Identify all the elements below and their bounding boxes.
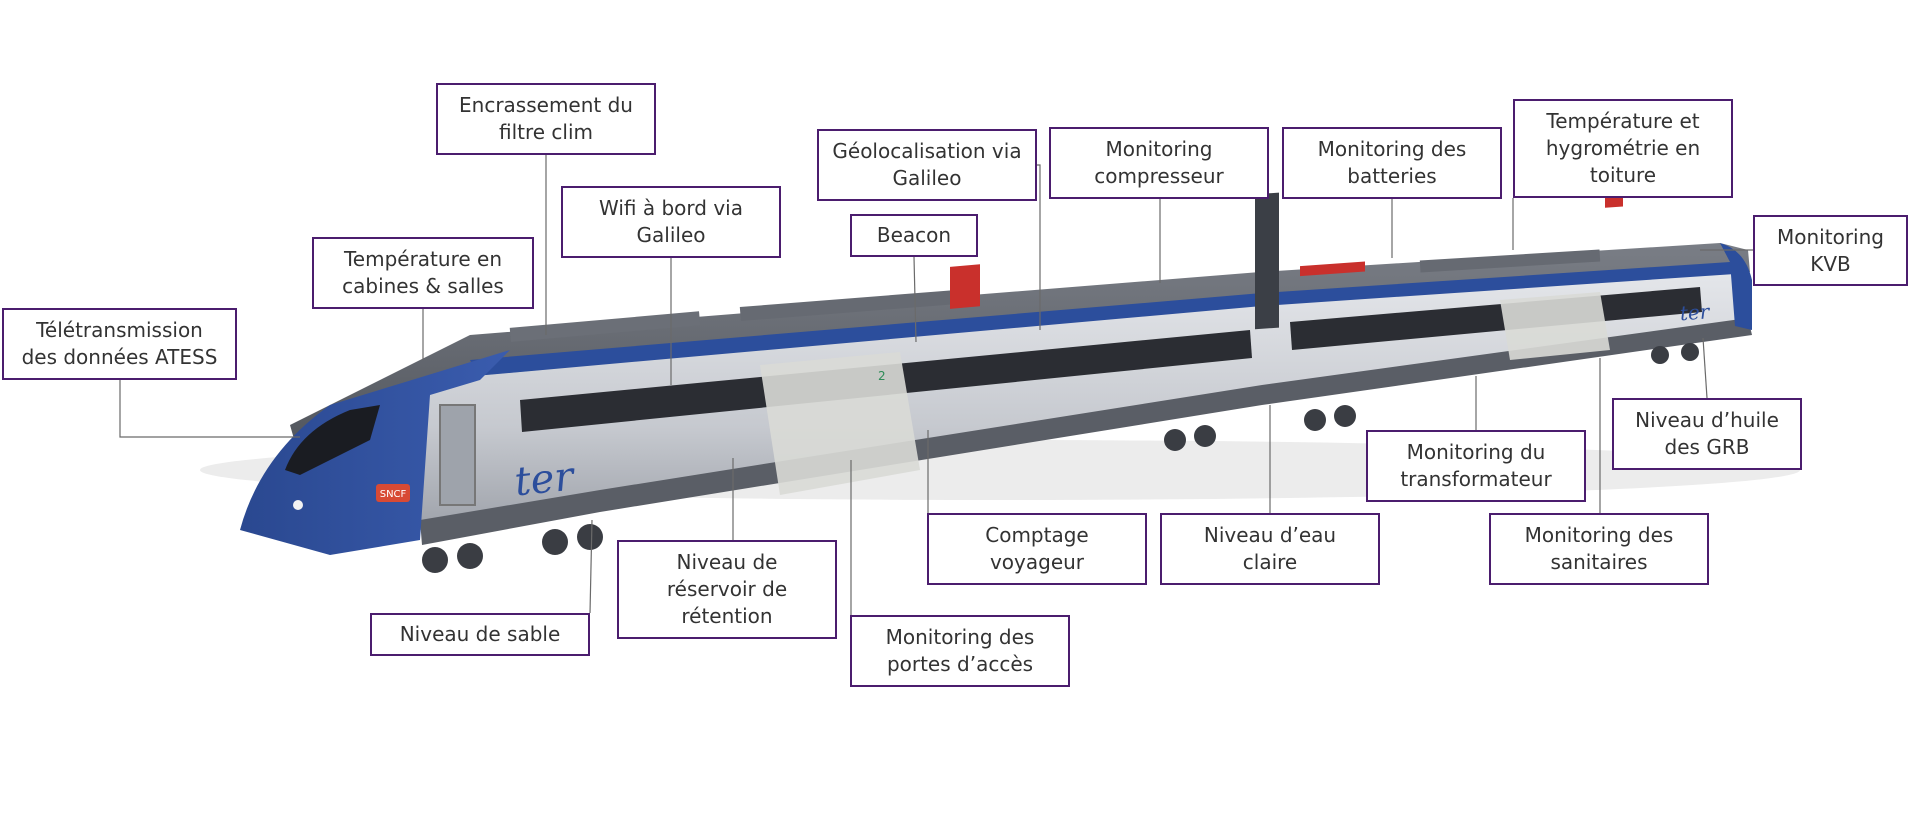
label-monitoring-kvb: Monitoring KVB	[1753, 215, 1908, 286]
label-niveau-reservoir: Niveau de réservoir de rétention	[617, 540, 837, 639]
label-temperature-cabines: Température en cabines & salles	[312, 237, 534, 309]
label-text-temperature-cabines: Température en cabines & salles	[342, 247, 504, 298]
label-geolocalisation: Géolocalisation via Galileo	[817, 129, 1037, 201]
label-text-geolocalisation: Géolocalisation via Galileo	[832, 139, 1022, 190]
roof-equipment	[739, 288, 971, 322]
train-underbody	[420, 318, 1752, 545]
bogie-rear	[1651, 343, 1699, 364]
brand-ter-front: ter	[512, 453, 578, 505]
label-monitoring-sanitaires: Monitoring des sanitaires	[1489, 513, 1709, 585]
label-text-wifi: Wifi à bord via Galileo	[599, 196, 743, 247]
leader-line-teletransmission	[119, 380, 300, 438]
livery-panel	[760, 352, 920, 495]
destination-sign	[1300, 261, 1365, 277]
label-niveau-huile: Niveau d’huile des GRB	[1612, 398, 1802, 470]
leader-line-niveau-huile	[1702, 337, 1708, 399]
train-nose	[240, 350, 510, 555]
headlight	[293, 500, 303, 510]
label-text-monitoring-sanitaires: Monitoring des sanitaires	[1524, 523, 1674, 574]
label-text-temperature-toiture: Température et hygrométrie en toiture	[1545, 109, 1701, 187]
cab-door	[439, 404, 476, 506]
brand-sncf: SNCF	[380, 489, 407, 500]
leader-lines	[119, 155, 1753, 615]
label-text-monitoring-portes: Monitoring des portes d’accès	[885, 625, 1035, 676]
leader-line-geolocalisation	[1037, 164, 1041, 330]
door-logo-panel	[950, 264, 980, 309]
label-comptage-voyageur: Comptage voyageur	[927, 513, 1147, 585]
bogie-front	[422, 524, 603, 573]
leader-line-niveau-sable	[589, 519, 593, 614]
label-text-teletransmission: Télétransmission des données ATESS	[21, 318, 218, 369]
sncf-badge	[376, 484, 410, 502]
gangway	[1255, 192, 1279, 330]
brand-ter-rear: ter	[1679, 299, 1711, 325]
livery-panel	[1500, 292, 1610, 360]
train-rear	[1720, 243, 1752, 330]
label-temperature-toiture: Température et hygrométrie en toiture	[1513, 99, 1733, 198]
label-beacon: Beacon	[850, 214, 978, 257]
label-text-niveau-sable: Niveau de sable	[399, 622, 561, 646]
leader-line-beacon	[913, 256, 917, 343]
label-text-monitoring-batteries: Monitoring des batteries	[1317, 137, 1467, 188]
label-text-monitoring-compresseur: Monitoring compresseur	[1094, 137, 1224, 188]
label-text-niveau-eau: Niveau d’eau claire	[1203, 523, 1337, 574]
roof-equipment	[1419, 249, 1601, 273]
label-monitoring-compresseur: Monitoring compresseur	[1049, 127, 1269, 199]
label-text-niveau-huile: Niveau d’huile des GRB	[1635, 408, 1779, 459]
door-number: 2	[878, 369, 886, 383]
roof-equipment	[509, 311, 701, 342]
label-wifi: Wifi à bord via Galileo	[561, 186, 781, 258]
label-niveau-eau: Niveau d’eau claire	[1160, 513, 1380, 585]
label-text-encrassement-filtre: Encrassement du filtre clim	[459, 93, 633, 144]
label-monitoring-portes: Monitoring des portes d’accès	[850, 615, 1070, 687]
label-niveau-sable: Niveau de sable	[370, 613, 590, 656]
bogie-middle	[1164, 405, 1356, 451]
label-monitoring-batteries: Monitoring des batteries	[1282, 127, 1502, 199]
label-teletransmission: Télétransmission des données ATESS	[2, 308, 237, 380]
label-monitoring-transformateur: Monitoring du transformateur	[1366, 430, 1586, 502]
train-blue-stripe	[470, 262, 1735, 376]
cab-windshield	[285, 405, 380, 475]
label-encrassement-filtre: Encrassement du filtre clim	[436, 83, 656, 155]
label-text-comptage-voyageur: Comptage voyageur	[985, 523, 1089, 574]
label-text-beacon: Beacon	[876, 223, 952, 247]
label-text-monitoring-transformateur: Monitoring du transformateur	[1400, 440, 1552, 491]
label-text-niveau-reservoir: Niveau de réservoir de rétention	[666, 550, 788, 628]
label-text-monitoring-kvb: Monitoring KVB	[1777, 224, 1884, 276]
